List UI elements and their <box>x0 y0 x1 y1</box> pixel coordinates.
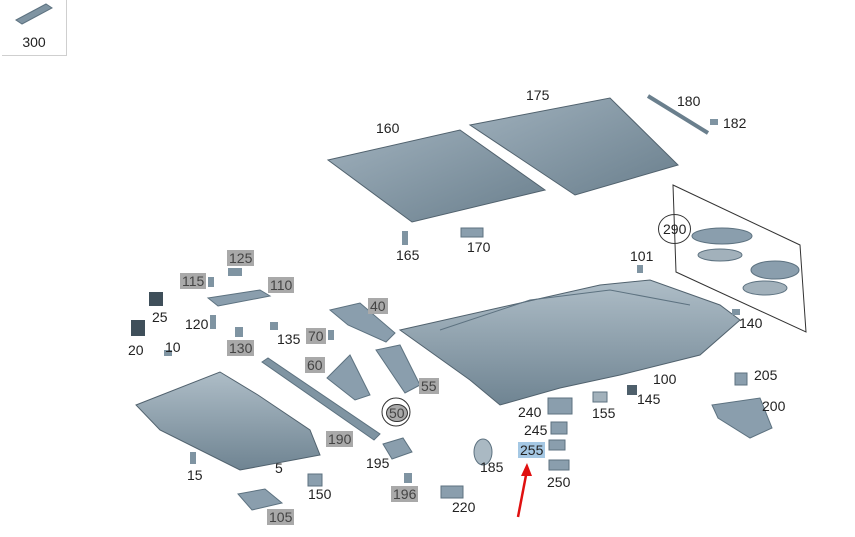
part-290-grille-d[interactable] <box>742 280 788 296</box>
label-140[interactable]: 140 <box>739 315 763 331</box>
part-105-frame[interactable] <box>237 488 284 511</box>
label-150[interactable]: 150 <box>308 486 332 502</box>
part-205-bracket[interactable] <box>734 372 748 386</box>
label-10[interactable]: 10 <box>165 339 181 355</box>
label-115[interactable]: 115 <box>180 273 207 289</box>
part-290-grille-b[interactable] <box>697 248 743 262</box>
label-110[interactable]: 110 <box>268 277 295 293</box>
part-125-clip[interactable] <box>228 268 242 276</box>
part-140-clip[interactable] <box>732 309 740 315</box>
label-220[interactable]: 220 <box>452 499 476 515</box>
part-70-clip[interactable] <box>328 330 334 340</box>
part-196-clip[interactable] <box>404 473 412 483</box>
label-100[interactable]: 100 <box>653 371 677 387</box>
label-40[interactable]: 40 <box>368 298 388 314</box>
part-290-grille-a[interactable] <box>691 227 753 245</box>
part-170-bracket[interactable] <box>460 227 484 238</box>
label-5[interactable]: 5 <box>275 460 283 476</box>
label-125[interactable]: 125 <box>227 250 255 266</box>
label-190[interactable]: 190 <box>326 431 354 447</box>
part-195-bracket[interactable] <box>382 437 413 460</box>
arrow-255-head <box>521 463 532 476</box>
label-245[interactable]: 245 <box>524 422 548 438</box>
part-245-module[interactable] <box>550 421 568 435</box>
label-240[interactable]: 240 <box>518 404 542 420</box>
part-25-block[interactable] <box>149 292 163 306</box>
part-135-clip[interactable] <box>270 322 278 330</box>
label-15[interactable]: 15 <box>187 467 203 483</box>
part-200-console[interactable] <box>711 397 773 439</box>
part-155-holder[interactable] <box>592 391 608 403</box>
part-10-clip[interactable] <box>164 350 172 356</box>
part-185-cover[interactable] <box>473 438 493 466</box>
label-182[interactable]: 182 <box>723 115 747 131</box>
thumbnail-label: 300 <box>22 34 46 50</box>
part-20-block[interactable] <box>131 320 145 336</box>
thumbnail-part-icon <box>15 3 53 25</box>
part-5-headliner[interactable] <box>135 371 321 471</box>
label-130[interactable]: 130 <box>227 340 255 356</box>
part-50-marker[interactable] <box>381 397 411 427</box>
part-255-module[interactable] <box>548 439 566 451</box>
label-160[interactable]: 160 <box>376 120 400 136</box>
label-105[interactable]: 105 <box>267 509 295 525</box>
part-180-strip[interactable] <box>646 94 710 135</box>
label-145[interactable]: 145 <box>637 391 661 407</box>
arrow-255-indicator <box>516 469 529 518</box>
part-145-cover[interactable] <box>627 385 637 395</box>
thumbnail-panel[interactable]: 300 <box>2 0 67 56</box>
part-175-panel[interactable] <box>468 97 679 196</box>
label-170[interactable]: 170 <box>467 239 491 255</box>
label-195[interactable]: 195 <box>366 455 390 471</box>
label-165[interactable]: 165 <box>396 247 420 263</box>
label-135[interactable]: 135 <box>277 331 301 347</box>
part-240-module[interactable] <box>547 397 573 415</box>
part-150-bracket[interactable] <box>307 473 323 487</box>
part-220-bracket[interactable] <box>440 485 464 499</box>
label-60[interactable]: 60 <box>305 357 325 373</box>
label-290[interactable]: 290 <box>658 214 692 244</box>
part-290-grille-c[interactable] <box>750 260 800 280</box>
part-101-clip[interactable] <box>637 265 643 273</box>
part-190-rail[interactable] <box>261 357 381 441</box>
part-160-panel[interactable] <box>326 129 547 223</box>
label-70[interactable]: 70 <box>306 328 326 344</box>
label-101[interactable]: 101 <box>630 248 654 264</box>
part-250-module[interactable] <box>548 459 570 471</box>
part-40-bracket[interactable] <box>328 302 396 343</box>
label-196[interactable]: 196 <box>391 486 419 502</box>
label-155[interactable]: 155 <box>592 405 616 421</box>
part-55-trim[interactable] <box>375 344 421 394</box>
label-200[interactable]: 200 <box>762 398 786 414</box>
label-20[interactable]: 20 <box>128 342 144 358</box>
part-60-trim[interactable] <box>326 354 371 401</box>
label-205[interactable]: 205 <box>754 367 778 383</box>
part-115-clip[interactable] <box>208 277 214 287</box>
label-120[interactable]: 120 <box>185 316 209 332</box>
part-130-clip[interactable] <box>235 327 243 337</box>
part-15-clip[interactable] <box>190 452 196 464</box>
label-250[interactable]: 250 <box>547 474 571 490</box>
label-180[interactable]: 180 <box>677 93 701 109</box>
part-100-ridge <box>439 289 691 331</box>
label-255[interactable]: 255 <box>518 442 546 458</box>
label-25[interactable]: 25 <box>152 309 168 325</box>
part-100-headliner[interactable] <box>398 279 741 406</box>
label-55[interactable]: 55 <box>419 378 439 394</box>
part-110-bracket[interactable] <box>206 289 272 307</box>
part-182-clip[interactable] <box>710 119 718 125</box>
part-120-clip[interactable] <box>210 315 216 329</box>
label-185[interactable]: 185 <box>480 459 504 475</box>
part-165-clip[interactable] <box>402 231 408 245</box>
label-175[interactable]: 175 <box>526 87 550 103</box>
label-50[interactable]: 50 <box>386 404 408 422</box>
